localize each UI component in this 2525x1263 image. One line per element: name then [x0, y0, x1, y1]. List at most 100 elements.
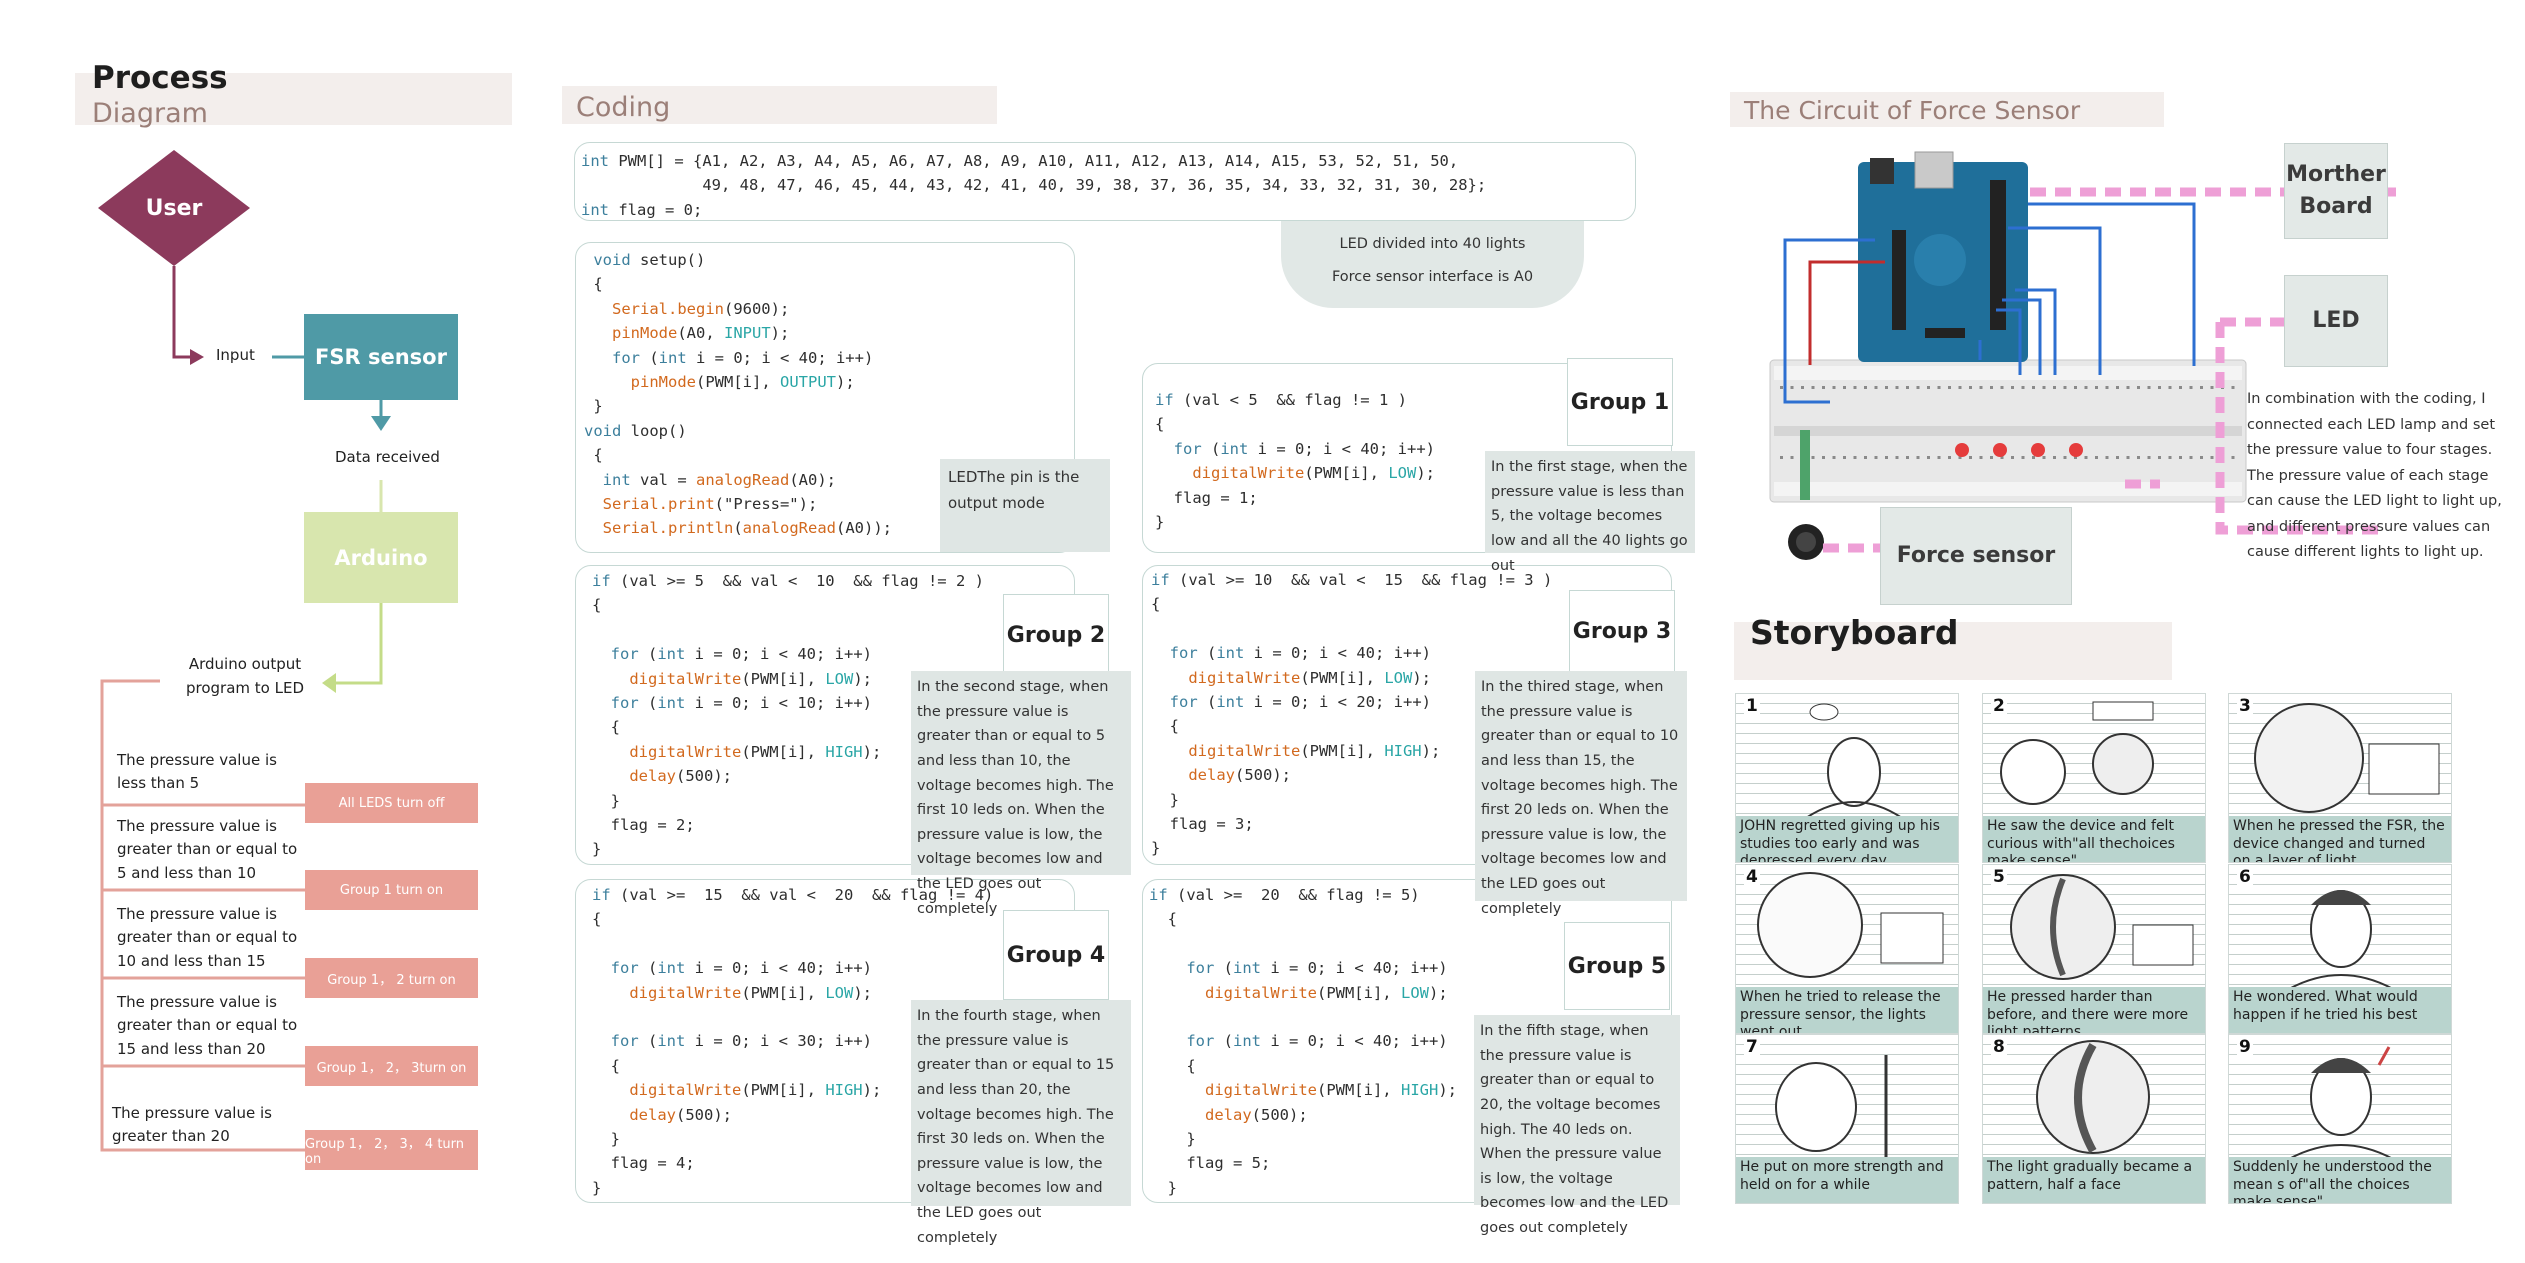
circuit-wires [1783, 202, 2196, 404]
input-label: Input [216, 346, 255, 364]
code-line: { [1149, 910, 1177, 929]
breadboard-rail-bottom [1774, 482, 2242, 496]
code-line: ​ [592, 618, 984, 642]
code-line: } [592, 791, 620, 810]
coding-header [562, 86, 997, 124]
circuit-header [1730, 92, 2164, 127]
code-line: delay(500); [1188, 766, 1291, 785]
group-3-note: In the thired stage, when the pressure v… [1475, 671, 1687, 917]
panel-8-caption: The light gradually became a pattern, ha… [1983, 1157, 2205, 1203]
panel-3-number: 3 [2237, 696, 2253, 716]
process-header [75, 73, 512, 125]
code-line: if (val >= 15 && val < 20 && flag != 4) [592, 886, 994, 904]
led-label: LED [2284, 275, 2388, 367]
group-2-note: In the second stage, when the pressure v… [911, 671, 1131, 917]
group-3-label: Group 3 [1569, 590, 1675, 672]
arduino-board [1858, 151, 2028, 362]
code-line: delay(500); [629, 1105, 732, 1124]
code-line: for (int i = 0; i < 40; i++) [612, 348, 874, 367]
panel-5-illustration [2010, 874, 2194, 980]
panel-3-illustration [2254, 703, 2440, 813]
code-line: { [584, 446, 603, 465]
user-node [98, 150, 250, 266]
leds [1955, 443, 2083, 457]
story-panel-4: 4 When he tried to release the pressure … [1735, 864, 1959, 1034]
story-panel-8: 8 The light gradually became a pattern, … [1982, 1034, 2206, 1204]
code-line: } [592, 840, 602, 859]
code-line: 49, 48, 47, 46, 45, 44, 43, 42, 41, 40, … [581, 176, 1487, 195]
code-line: for (int i = 0; i < 40; i++) [1186, 959, 1448, 978]
code-line: flag = 4; [592, 1154, 695, 1173]
condition-1-badge: All LEDS turn off [305, 783, 478, 823]
arduino-to-output-line [330, 603, 383, 685]
story-panel-5: 5 He pressed harder than before, and the… [1982, 864, 2206, 1034]
code-line: if (val >= 10 && val < 15 && flag != 3 ) [1151, 571, 1553, 589]
group-1-note: In the first stage, when the pressure va… [1485, 451, 1695, 574]
circuit-description: In combination with the coding, I connec… [2247, 391, 2502, 560]
code-line: Serial.println(analogRead(A0)); [602, 519, 892, 538]
panel-4-illustration [1757, 872, 1944, 978]
code-line: digitalWrite(PWM[i], HIGH); [629, 1081, 882, 1100]
code-line: ​ [1149, 932, 1457, 956]
info-line-2: Force sensor interface is A0 [1331, 269, 1534, 285]
code-line: int PWM[] = {A1, A2, A3, A4, A5, A6, A7,… [581, 152, 1459, 170]
story-panel-2: 2 He saw the device and felt curious wit… [1982, 693, 2206, 863]
group-2-label: Group 2 [1003, 594, 1109, 676]
condition-2-text: The pressure value is greater than or eq… [117, 817, 298, 882]
code-line: delay(500); [629, 767, 732, 786]
panel-7-illustration [1775, 1055, 1888, 1159]
group-5-label: Group 5 [1564, 922, 1670, 1010]
user-arrow-head [190, 349, 204, 365]
code-declarations: int PWM[] = {A1, A2, A3, A4, A5, A6, A7,… [574, 142, 1636, 221]
panel-8-illustration [2036, 1040, 2150, 1154]
panel-1-number: 1 [1744, 696, 1760, 716]
code-setup-text: void setup() { Serial.begin(9600); pinMo… [584, 248, 892, 541]
breadboard-rail-top [1774, 366, 2242, 380]
code-line: pinMode(A0, INPUT); [612, 324, 790, 343]
story-panel-9: 9 Suddenly he understood the mean s of"a… [2228, 1034, 2452, 1204]
code-line: { [1151, 595, 1161, 614]
panel-5-caption: He pressed harder than before, and there… [1983, 987, 2205, 1033]
arduino-arrow-head [322, 673, 336, 693]
panel-2-number: 2 [1991, 696, 2007, 716]
code-group-4-text: if (val >= 15 && val < 20 && flag != 4) {… [592, 883, 993, 1200]
code-line: digitalWrite(PWM[i], HIGH); [1188, 741, 1441, 760]
story-panel-3: 3 When he pressed the FSR, the device ch… [2228, 693, 2452, 863]
process-flow-lines [98, 150, 391, 1152]
code-line: delay(500); [1205, 1105, 1308, 1124]
code-line: pinMode(PWM[i], OUTPUT); [630, 372, 855, 391]
code-line: for (int i = 0; i < 40; i++) [1173, 439, 1435, 458]
code-group-2-text: if (val >= 5 && val < 10 && flag != 2 ){… [592, 569, 984, 862]
code-line: { [1151, 717, 1179, 736]
data-received-label: Data received [335, 448, 440, 466]
user-node-label: User [145, 195, 203, 221]
info-bubble [1281, 206, 1584, 308]
code-declarations-text: int PWM[] = {A1, A2, A3, A4, A5, A6, A7,… [581, 149, 1487, 220]
code-line: digitalWrite(PWM[i], HIGH); [1205, 1081, 1457, 1100]
code-line: { [592, 910, 602, 929]
group-1-label: Group 1 [1567, 358, 1673, 446]
setup-note: LEDThe pin is the output mode [940, 459, 1110, 552]
code-line: Serial.print("Press="); [602, 494, 818, 513]
panel-2-caption: He saw the device and felt curious with"… [1983, 816, 2205, 862]
code-line: } [1151, 839, 1161, 858]
code-line: for (int i = 0; i < 40; i++) [1169, 644, 1431, 663]
force-sensor-label: Force sensor [1880, 507, 2072, 605]
storyboard-title: Storyboard [1750, 613, 1959, 652]
panel-4-caption: When he tried to release the pressure se… [1736, 987, 1958, 1033]
panel-8-number: 8 [1991, 1037, 2007, 1057]
code-group-5-text: if (val >= 20 && flag != 5) {​ for (int … [1149, 883, 1457, 1200]
story-panel-7: 7 He put on more strength and held on fo… [1735, 1034, 1959, 1204]
code-line: ​ [1151, 617, 1552, 641]
user-to-input-line [172, 266, 196, 359]
code-line: flag = 3; [1151, 814, 1254, 833]
process-title: Process [92, 60, 228, 96]
code-group-1-text: if (val < 5 && flag != 1 ){ for (int i =… [1155, 388, 1435, 534]
condition-3-text: The pressure value is greater than or eq… [117, 905, 298, 970]
condition-4-text: The pressure value is greater than or eq… [117, 993, 298, 1058]
code-line: { [1155, 415, 1165, 434]
code-line: digitalWrite(PWM[i], LOW); [629, 669, 872, 688]
group-5-note: In the fifth stage, when the pressure va… [1474, 1015, 1680, 1236]
breadboard-holes [1780, 386, 2235, 459]
code-line: void loop() [584, 421, 687, 440]
